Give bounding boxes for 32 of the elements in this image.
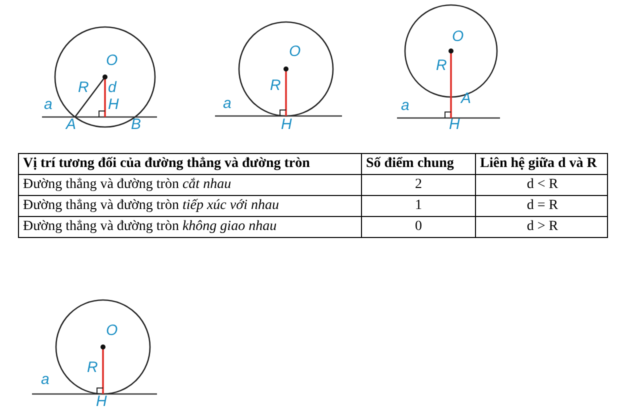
point-label: a	[401, 98, 410, 113]
point-label: O	[452, 29, 464, 44]
point-label: H	[108, 97, 119, 112]
point-label: a	[41, 372, 50, 387]
point-label: R	[87, 360, 98, 375]
table-text: Đường thẳng và đường tròn cắt nhau	[23, 177, 232, 192]
point-label: O	[106, 53, 118, 68]
point-label: R	[78, 80, 89, 95]
point-label: a	[223, 96, 232, 111]
point-label: O	[289, 44, 301, 59]
point-label: R	[436, 58, 447, 73]
point-label: A	[461, 91, 472, 106]
point-label: H	[96, 394, 107, 409]
table-header: Số điểm chung	[366, 156, 454, 171]
point-label: R	[270, 78, 281, 93]
point-label: a	[44, 97, 52, 112]
table-text: d > R	[526, 219, 558, 234]
table-header: Liên hệ giữa d và R	[480, 156, 597, 171]
table-text: 1	[415, 198, 422, 213]
table-header: Vị trí tương đối của đường thẳng và đường tròn	[23, 156, 310, 171]
table-text: 2	[415, 177, 422, 192]
point-label: d	[108, 80, 116, 95]
table-text: 0	[415, 219, 422, 234]
point-label: O	[106, 323, 118, 338]
point-label: A	[66, 117, 76, 132]
table-text: d = R	[526, 198, 558, 213]
point-label: H	[281, 117, 292, 132]
table-text: Đường thẳng và đường tròn không giao nhau	[23, 219, 277, 234]
point-label: B	[131, 117, 142, 132]
point-label: H	[449, 117, 460, 132]
table-text: d < R	[526, 177, 558, 192]
table-text: Đường thẳng và đường tròn tiếp xúc với nhau	[23, 198, 279, 213]
